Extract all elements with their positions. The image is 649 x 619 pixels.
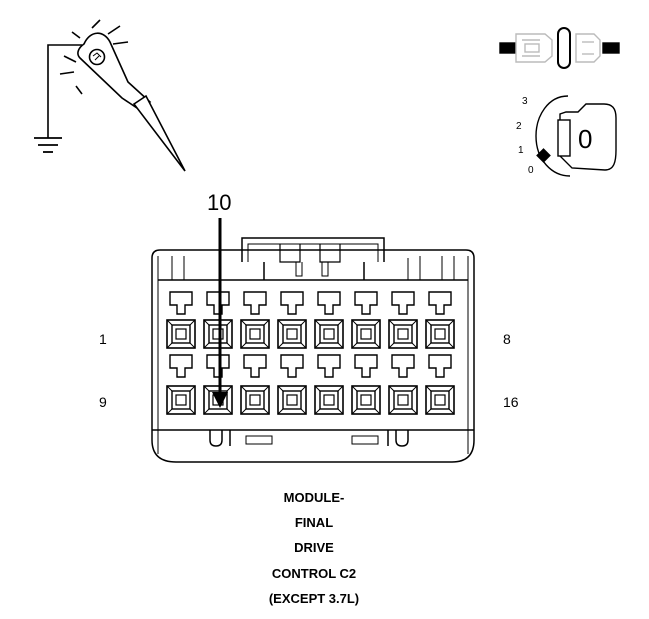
pin-lock-tab [354,291,378,315]
pin-lock-tab [354,354,378,378]
caption-line-3: DRIVE [294,540,334,555]
connector-c2 [151,237,475,463]
key-position-2: 2 [516,121,522,132]
test-light-probe-icon [34,19,186,172]
pin-cavity-16 [425,385,455,415]
pin-lock-tab [169,354,193,378]
connector-pin-grid [166,291,455,415]
ground-symbol-icon [34,137,62,153]
pin-lock-tab [206,354,230,378]
pin-lock-tab [391,291,415,315]
pin-lock-tab [243,291,267,315]
pin-label-8: 8 [503,331,511,347]
pin-cavity-14 [351,385,381,415]
pin-lock-tab [317,354,341,378]
pin-lock-tab [280,291,304,315]
pin-lock-tab [169,291,193,315]
caption-line-2: FINAL [294,515,334,530]
pin-label-16: 16 [503,394,519,410]
key-position-0: 0 [528,165,534,176]
pin-cavity-6 [351,319,381,349]
key-position-1: 1 [518,145,524,156]
pin-cavity-12 [277,385,307,415]
key-position-3: 3 [522,96,528,107]
pin-lock-tab [391,354,415,378]
pin-cavity-9 [166,385,196,415]
pin-10-callout-arrow [212,218,228,408]
pin-cavity-13 [314,385,344,415]
pin-lock-tab [280,354,304,378]
pin-lock-tab [317,291,341,315]
pin-cavity-8 [425,319,455,349]
pin-lock-tab [428,354,452,378]
pin-cavity-7 [388,319,418,349]
caption-line-5: (EXCEPT 3.7L) [268,591,360,606]
connector-disconnected-icon [499,27,620,69]
pin-cavity-3 [240,319,270,349]
ignition-key-icon [535,95,617,177]
pin-lock-tab [428,291,452,315]
pin-cavity-4 [277,319,307,349]
key-face-label: 0 [578,124,593,154]
pin-label-9: 9 [99,394,107,410]
pin-cavity-2 [203,319,233,349]
pin-cavity-15 [388,385,418,415]
pin-lock-tab [206,291,230,315]
caption-line-4: CONTROL C2 [271,566,357,581]
pin-callout-label: 10 [207,190,232,215]
pin-cavity-5 [314,319,344,349]
caption-line-1: MODULE- [283,490,345,505]
pin-label-1: 1 [99,331,107,347]
pin-cavity-1 [166,319,196,349]
pin-lock-tab [243,354,267,378]
pin-cavity-11 [240,385,270,415]
